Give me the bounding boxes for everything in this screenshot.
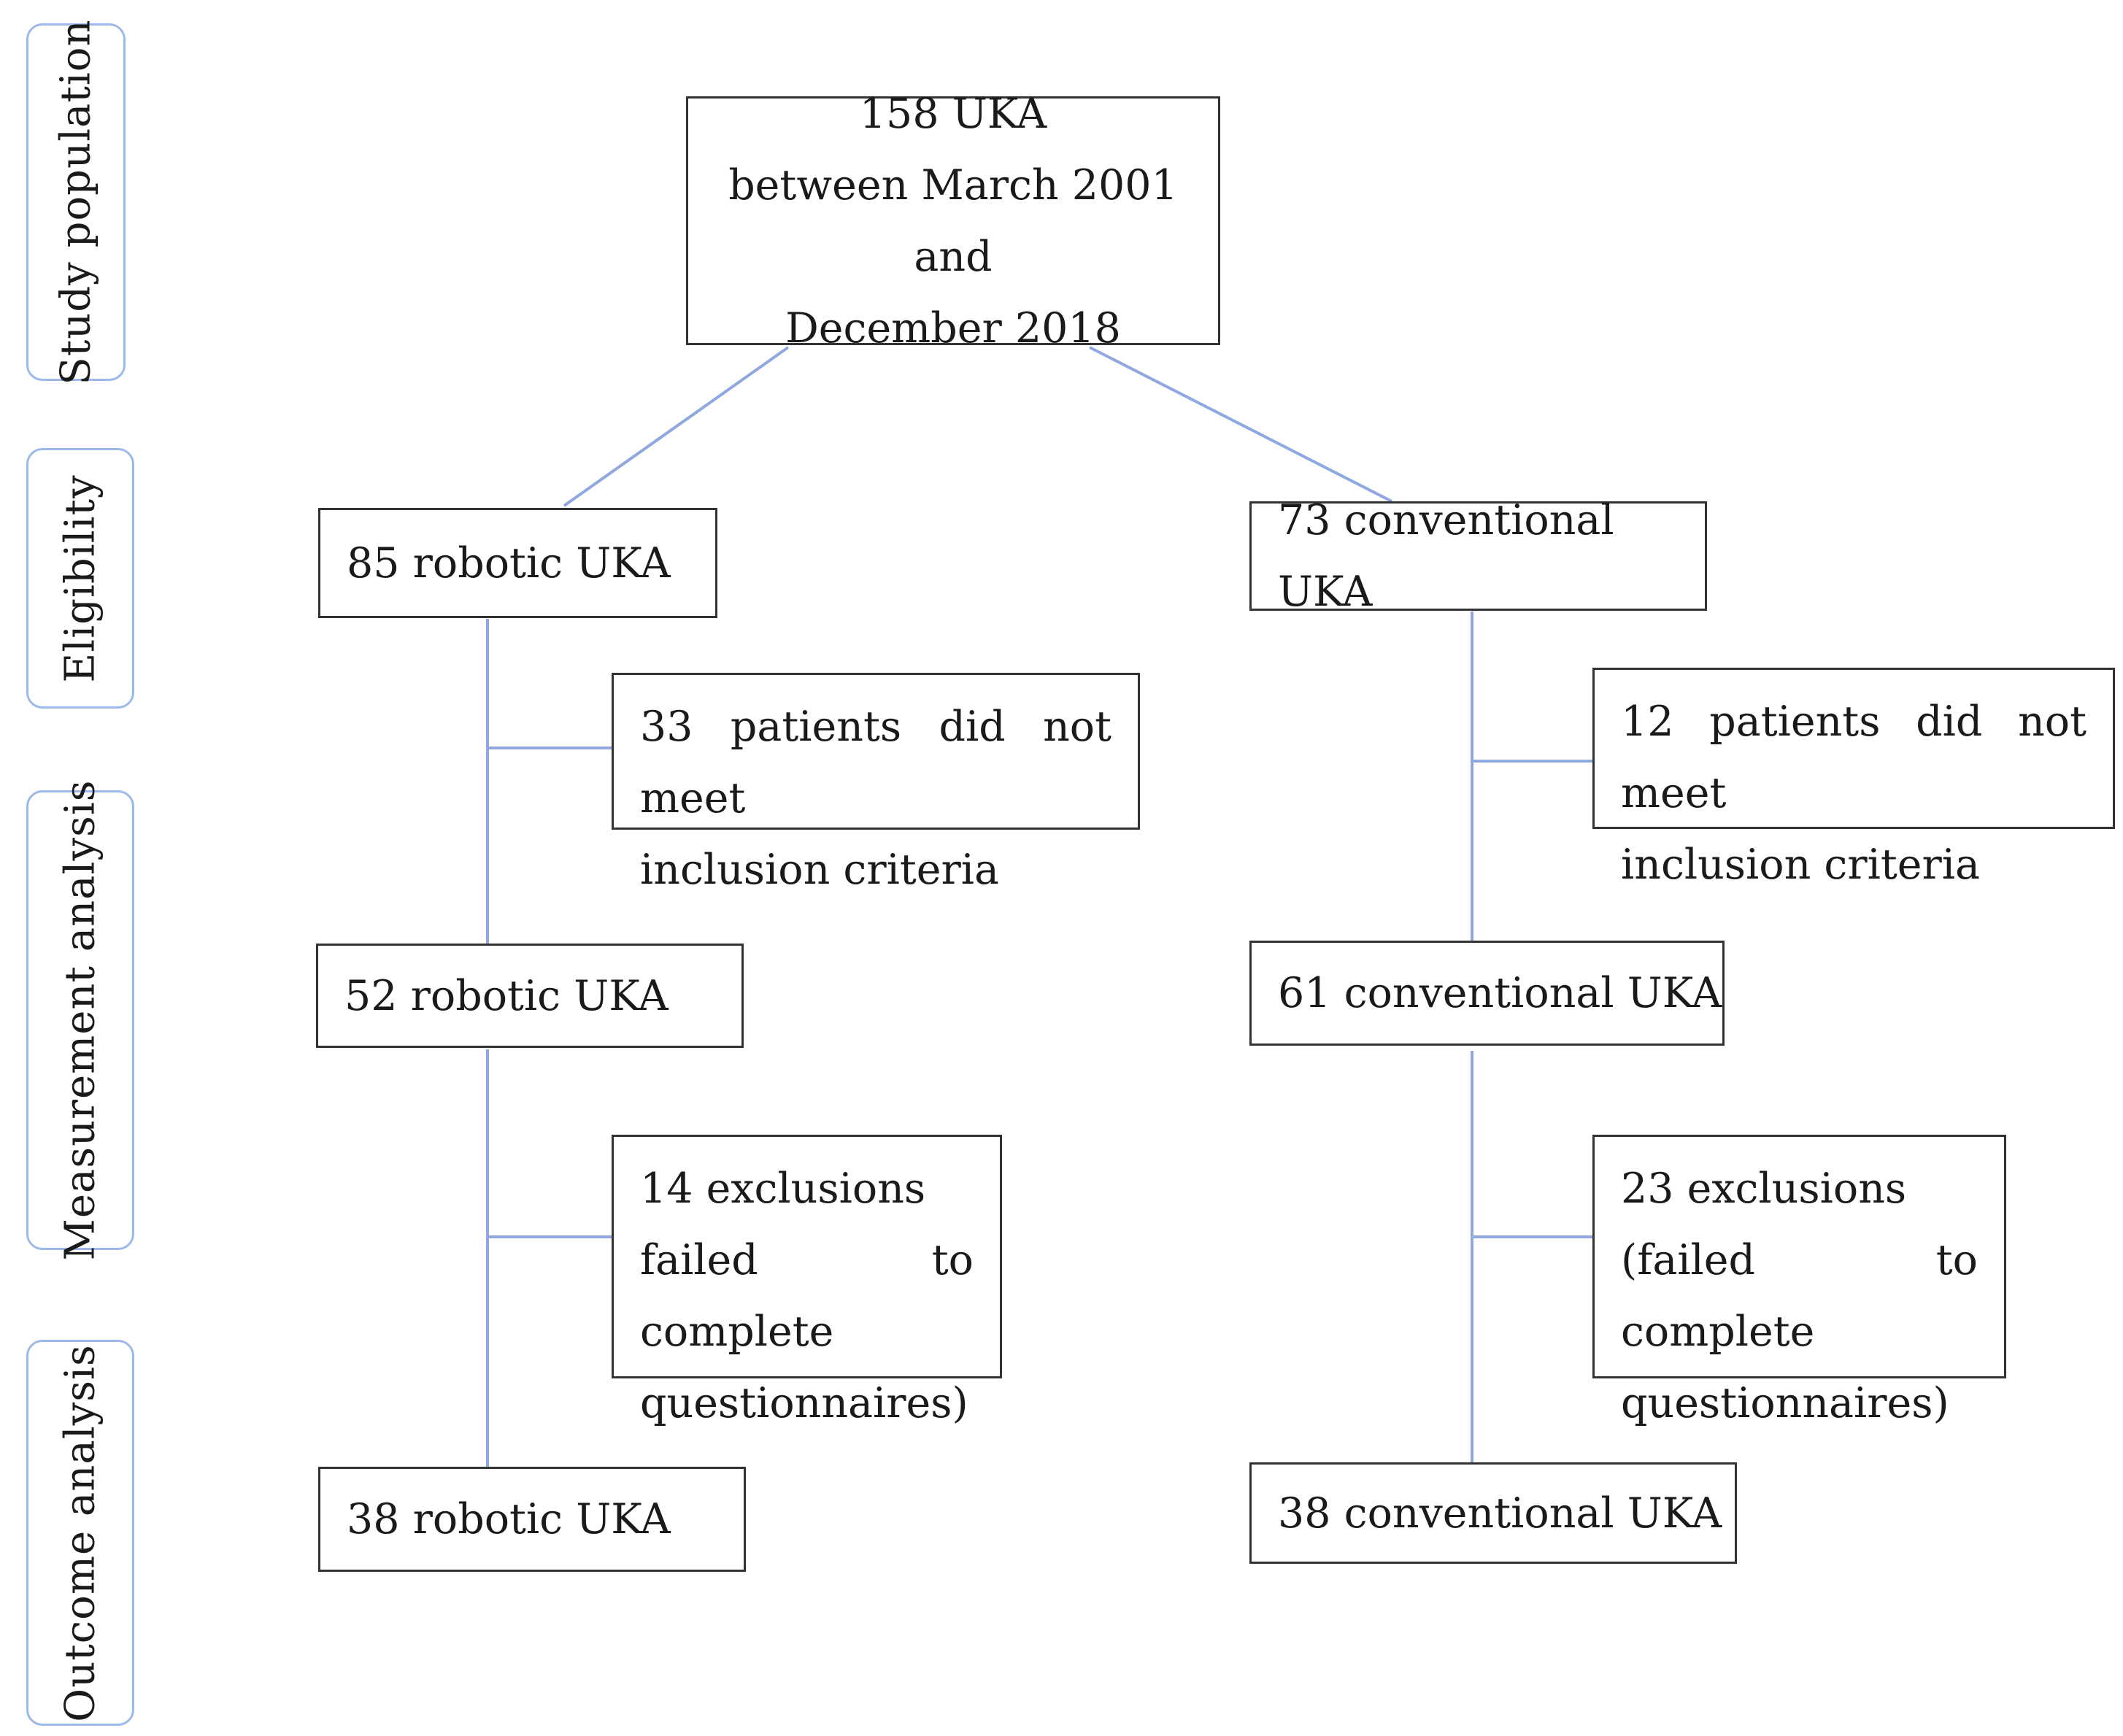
box-total-line-3: December 2018 <box>785 304 1121 352</box>
box-conventional-excluded-questionnaire-line-1: 23 exclusions <box>1621 1165 1907 1213</box>
phase-label-text: Outcome analysis <box>56 1343 104 1722</box>
box-total-uka: 158 UKA between March 2001 and December … <box>686 90 1220 352</box>
box-robotic-eligible: 85 robotic UKA <box>318 508 717 618</box>
phase-label-eligibility: Eligibility <box>26 448 134 709</box>
phase-label-text: Study population <box>52 19 100 385</box>
box-conventional-eligible: 73 conventional UKA <box>1249 496 1707 616</box>
phase-label-text: Measurement analysis <box>56 779 104 1261</box>
box-robotic-outcome: 38 robotic UKA <box>318 1467 746 1572</box>
phase-label-text: Eligibility <box>56 474 104 683</box>
box-robotic-excluded-questionnaire-line-1: 14 exclusions <box>640 1165 926 1213</box>
box-conventional-excluded-inclusion-line-2: inclusion criteria <box>1621 841 1980 889</box>
box-conventional-outcome-text: 38 conventional UKA <box>1278 1489 1722 1538</box>
box-conventional-excluded-questionnaire-line-3: questionnaires) <box>1621 1379 1949 1427</box>
box-robotic-excluded-questionnaire-line-2: failed to complete <box>640 1236 974 1356</box>
connector-total-to-conventional <box>1089 346 1392 503</box>
box-robotic-outcome-text: 38 robotic UKA <box>347 1495 671 1543</box>
box-robotic-measurement: 52 robotic UKA <box>316 944 744 1048</box>
phase-label-outcome-analysis: Outcome analysis <box>26 1340 134 1726</box>
box-robotic-excluded-inclusion-line-1: 33 patients did not meet <box>640 703 1111 822</box>
box-robotic-measurement-text: 52 robotic UKA <box>344 971 669 1020</box>
box-conventional-excluded-questionnaire: 23 exclusions (failed to complete questi… <box>1592 1135 2006 1427</box>
box-robotic-excluded-questionnaire: 14 exclusions failed to complete questio… <box>612 1135 1002 1427</box>
box-total-line-2: between March 2001 and <box>728 161 1178 281</box>
phase-label-measurement-analysis: Measurement analysis <box>26 780 134 1260</box>
box-robotic-excluded-inclusion-line-2: inclusion criteria <box>640 846 999 894</box>
box-conventional-measurement: 61 conventional UKA <box>1249 941 1725 1046</box>
box-conventional-eligible-text: 73 conventional UKA <box>1278 496 1614 616</box>
box-robotic-eligible-text: 85 robotic UKA <box>347 539 671 587</box>
box-conventional-excluded-questionnaire-line-2: (failed to complete <box>1621 1236 1978 1356</box>
connector-total-to-robotic <box>563 346 790 507</box>
box-total-line-1: 158 UKA <box>859 89 1047 138</box>
phase-label-study-population: Study population <box>26 19 126 385</box>
box-robotic-excluded-questionnaire-line-3: questionnaires) <box>640 1379 968 1427</box>
box-conventional-excluded-inclusion-line-1: 12 patients did not meet <box>1621 698 2087 817</box>
box-conventional-excluded-inclusion: 12 patients did not meet inclusion crite… <box>1592 668 2115 889</box>
box-conventional-measurement-text: 61 conventional UKA <box>1278 969 1722 1017</box>
box-robotic-excluded-inclusion: 33 patients did not meet inclusion crite… <box>612 673 1140 894</box>
box-conventional-outcome: 38 conventional UKA <box>1249 1462 1737 1564</box>
